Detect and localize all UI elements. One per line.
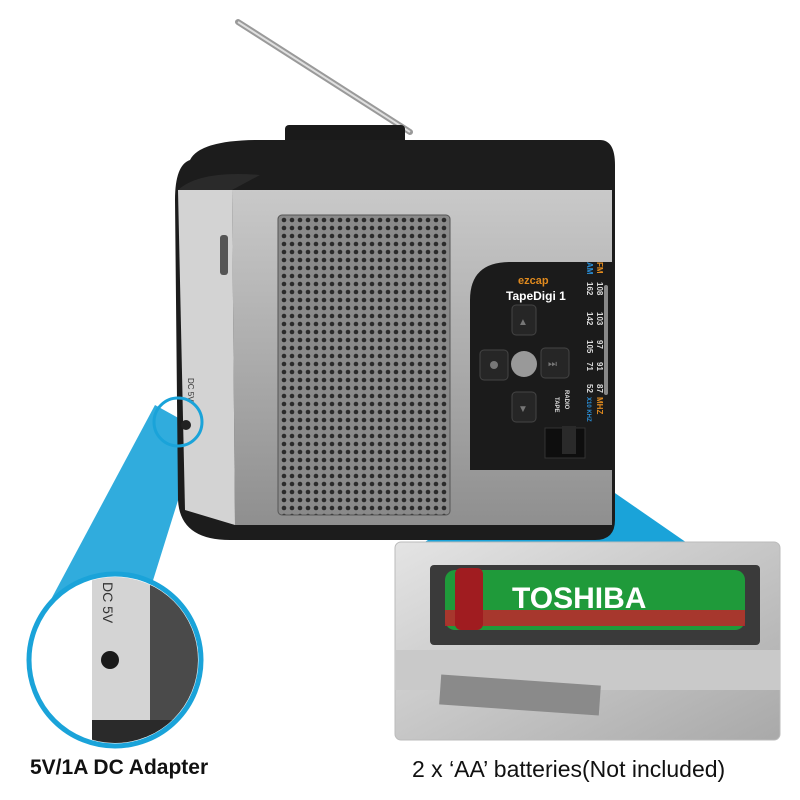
port-label-zoom: DC 5V (100, 582, 116, 624)
skip-icon: ⏭ (548, 359, 557, 370)
play-button[interactable] (511, 351, 537, 377)
am-tick-142: 142 (585, 312, 594, 326)
port-label-small: DC 5V (186, 378, 195, 402)
speaker-grille (277, 214, 451, 516)
tuning-indicator (604, 285, 608, 395)
record-icon (490, 361, 498, 369)
brand-logo: ezcap (518, 275, 549, 287)
fm-tick-87: 87 (595, 384, 604, 393)
model-name: TapeDigi 1 (506, 289, 566, 303)
am-tick-162: 162 (585, 282, 594, 296)
fm-tick-108: 108 (595, 282, 604, 296)
fm-unit: MHZ (595, 397, 604, 414)
down-icon: ▼ (518, 404, 528, 415)
am-tick-52: 52 (585, 384, 594, 393)
band-am-label: AM (585, 262, 594, 275)
dc-port (181, 420, 191, 430)
down-button[interactable] (511, 391, 537, 423)
fm-tick-103: 103 (595, 312, 604, 326)
skip-button[interactable] (540, 347, 570, 379)
am-tick-71: 71 (585, 362, 594, 371)
switch-label-radio: RADIO (563, 390, 569, 410)
up-button[interactable] (511, 304, 537, 336)
callout-beam-left (40, 405, 200, 620)
caption-batteries: 2 x ‘AA’ batteries(Not included) (412, 756, 726, 782)
fm-tick-91: 91 (595, 362, 604, 371)
switch-label-tape: TAPE (553, 397, 559, 413)
caption-dc-adapter: 5V/1A DC Adapter (30, 756, 209, 779)
battery-compartment-inset: TOSHIBA (394, 541, 781, 741)
up-icon: ▲ (518, 317, 528, 328)
am-unit: X10 KHZ (585, 397, 591, 422)
fm-tick-97: 97 (595, 340, 604, 349)
dc-port-zoom: DC 5V (26, 571, 204, 749)
am-tick-105: 105 (585, 340, 594, 354)
band-fm-label: FM (595, 262, 604, 274)
callout-circle-small (152, 396, 204, 448)
battery-brand: TOSHIBA (512, 582, 646, 615)
